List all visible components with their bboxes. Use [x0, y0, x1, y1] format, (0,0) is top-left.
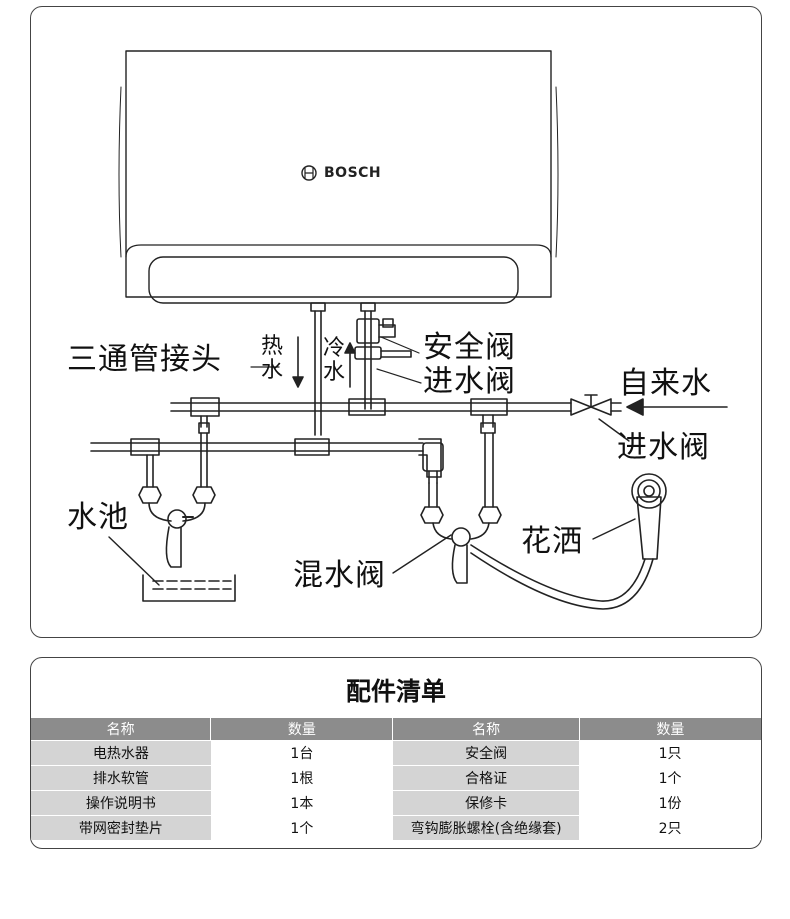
label-tap-water: 自来水 [619, 366, 712, 401]
label-hot-water: 热水 [261, 334, 284, 383]
header-qty-2: 数量 [579, 718, 761, 741]
label-shower: 花洒 [521, 524, 583, 559]
table-row: 操作说明书 1本 保修卡 1份 [31, 790, 761, 816]
cell-item-name: 电热水器 [31, 740, 211, 766]
sink-basin [108, 536, 236, 602]
sink-faucet [138, 432, 216, 568]
cell-item-name: 安全阀 [392, 740, 580, 766]
cell-item-qty: 2只 [579, 815, 761, 840]
label-sink: 水池 [67, 500, 129, 535]
cell-item-qty: 1个 [579, 765, 761, 791]
label-inlet-valve-top: 进水阀 [423, 364, 516, 399]
label-cold-water: 冷水 [323, 336, 346, 385]
heater-outlets [310, 302, 412, 436]
brand-logo-text: BOSCH [324, 165, 382, 181]
installation-diagram [90, 50, 728, 610]
cell-item-name: 操作说明书 [31, 790, 211, 816]
parts-list-table: 名称 数量 名称 数量 电热水器 1台 安全阀 1只 排水软管 1根 合格证 1… [31, 718, 761, 840]
cell-item-name: 弯钩膨胀螺栓(含绝缘套) [392, 815, 580, 840]
cell-item-qty: 1个 [210, 815, 393, 840]
cell-item-name: 保修卡 [392, 790, 580, 816]
header-name-2: 名称 [392, 718, 580, 741]
cell-item-qty: 1只 [579, 740, 761, 766]
header-name-1: 名称 [31, 718, 212, 741]
cell-item-qty: 1台 [210, 740, 393, 766]
parts-table-header-row: 名称 数量 名称 数量 [31, 718, 761, 741]
shower-head-icon [592, 473, 667, 560]
table-row: 带网密封垫片 1个 弯钩膨胀螺栓(含绝缘套) 2只 [31, 815, 761, 840]
header-qty-1: 数量 [210, 718, 394, 741]
table-row: 电热水器 1台 安全阀 1只 [31, 740, 761, 766]
label-safety-valve: 安全阀 [423, 330, 516, 365]
cell-item-qty: 1根 [210, 765, 393, 791]
shower-mixing-valve [392, 432, 502, 584]
flow-arrows [292, 336, 356, 388]
shower-hose [470, 544, 654, 610]
water-heater [118, 50, 559, 304]
leader-lines [250, 336, 422, 384]
parts-list-title: 配件清单 [345, 677, 446, 706]
cell-item-name: 合格证 [392, 765, 580, 791]
label-inlet-valve-right: 进水阀 [617, 430, 710, 465]
bosch-logo-icon [301, 165, 317, 181]
cell-item-qty: 1本 [210, 790, 393, 816]
cell-item-qty: 1份 [579, 790, 761, 816]
installation-diagram-panel: BOSCH 三通管接头 热水 冷水 安全阀 进水阀 自来水 进水阀 水池 花洒 … [30, 6, 762, 638]
tap-water-inlet [570, 394, 728, 442]
parts-list-panel: 配件清单 名称 数量 名称 数量 电热水器 1台 安全阀 1只 排水软管 1根 … [30, 657, 762, 849]
cell-item-name: 排水软管 [31, 765, 211, 791]
cold-water-main-pipe [170, 397, 572, 434]
label-tee-fitting: 三通管接头 [67, 342, 222, 377]
label-mixing-valve: 混水阀 [293, 558, 386, 593]
hot-water-main-pipe [90, 438, 444, 484]
table-row: 排水软管 1根 合格证 1个 [31, 765, 761, 791]
cell-item-name: 带网密封垫片 [31, 815, 211, 840]
